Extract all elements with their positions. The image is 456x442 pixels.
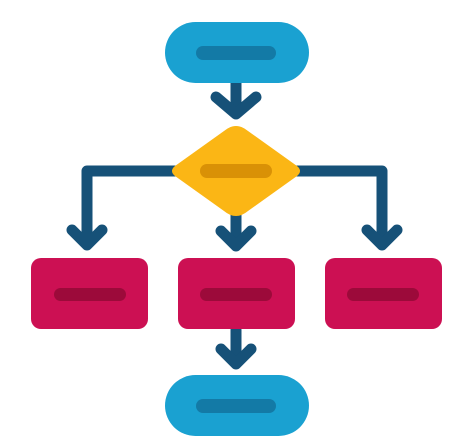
node-start xyxy=(165,22,309,83)
arrowhead-decision xyxy=(210,91,262,120)
terminator-start-bar xyxy=(196,46,276,60)
connectors xyxy=(66,74,403,370)
process-right-bar xyxy=(347,288,419,301)
process-center-bar xyxy=(200,288,272,301)
connector-decision-to-right xyxy=(291,165,388,244)
terminator-end-bar xyxy=(196,399,276,413)
arrowhead-center xyxy=(215,225,257,252)
node-process-right xyxy=(325,258,442,329)
decision-bar xyxy=(200,164,272,178)
process-left-bar xyxy=(54,288,126,301)
node-process-left xyxy=(31,258,148,329)
arrowhead-end xyxy=(215,343,257,370)
node-end xyxy=(165,375,309,436)
arrowhead-left xyxy=(66,224,108,251)
node-decision xyxy=(172,126,300,216)
node-process-center xyxy=(178,258,295,329)
connector-decision-to-left xyxy=(81,165,181,244)
arrowhead-right xyxy=(361,224,403,251)
